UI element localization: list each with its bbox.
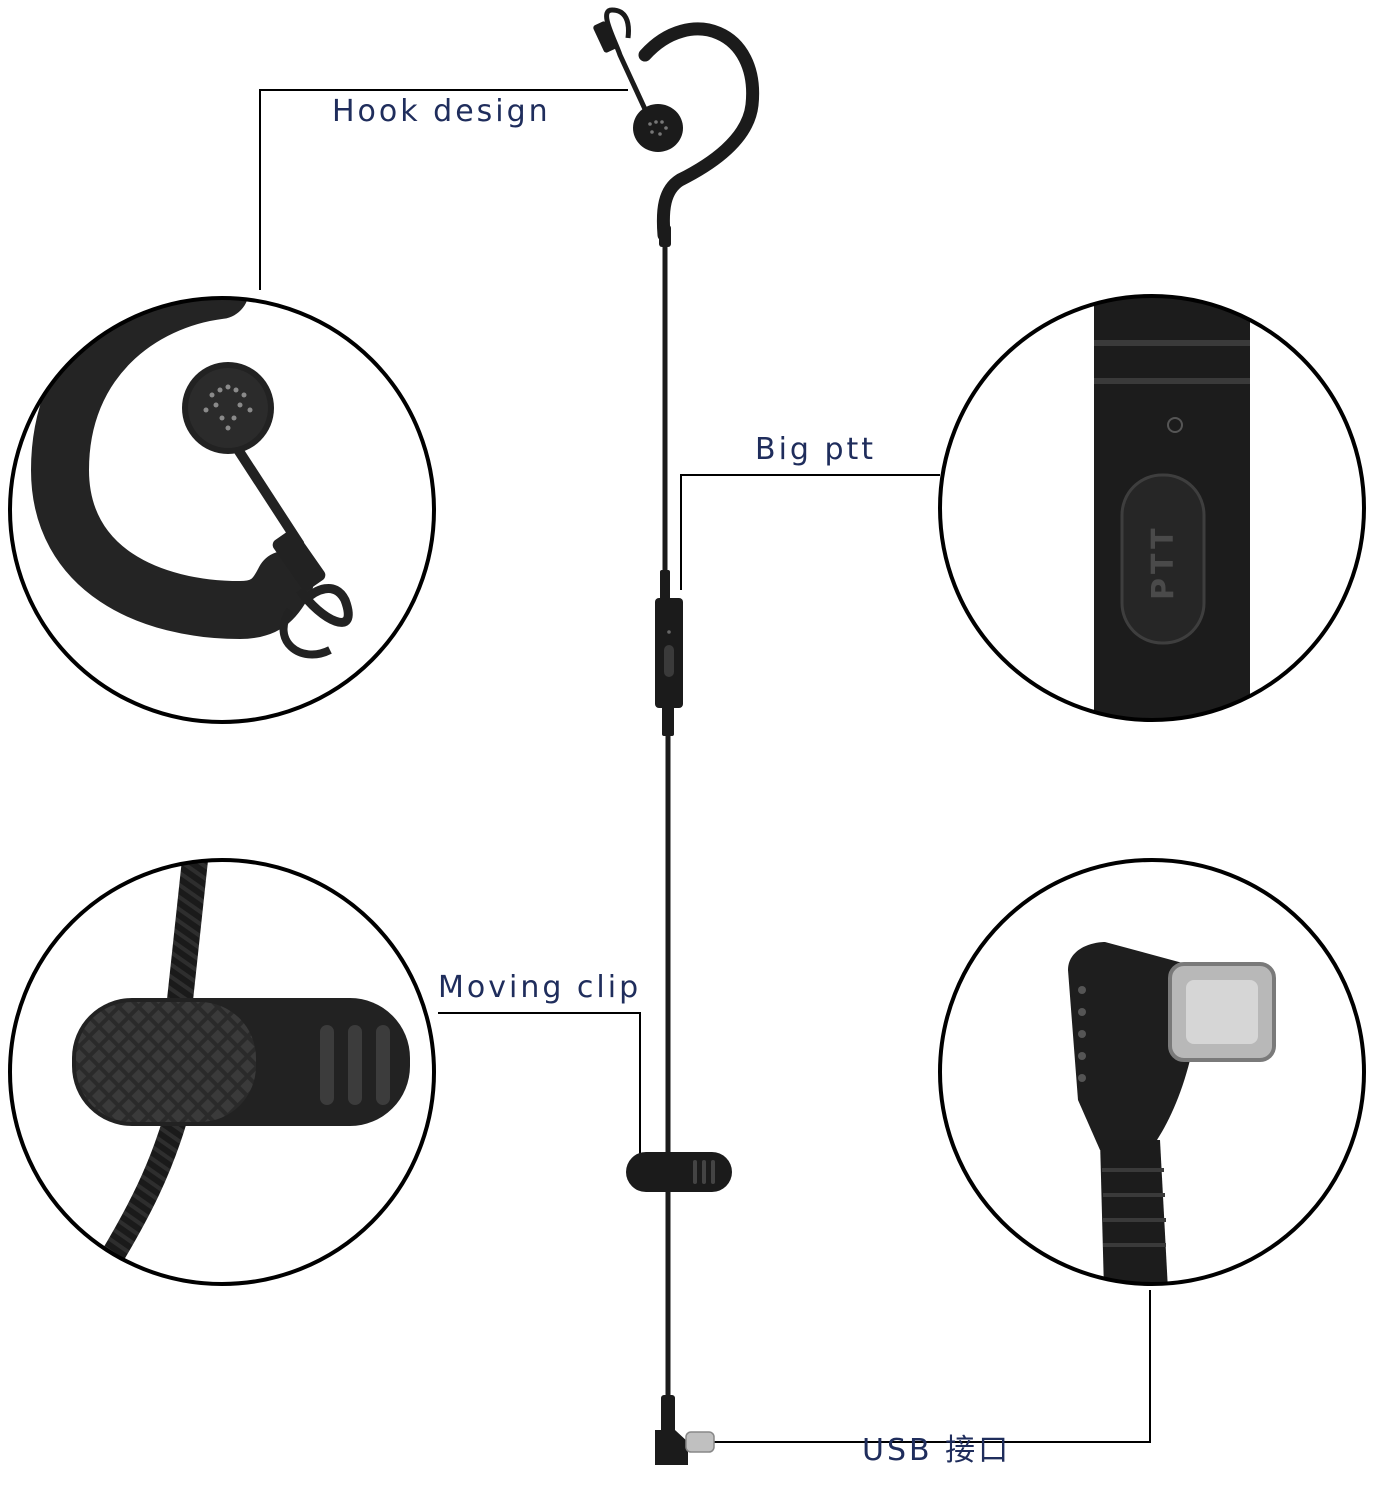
earpiece-icon — [633, 104, 683, 152]
big-ptt-label: Big ptt — [755, 432, 877, 467]
ear-hook-icon — [638, 22, 760, 242]
clip-leader-line — [438, 1012, 641, 1160]
usb-leader-line — [710, 1290, 1151, 1443]
ptt-button-label: PTT — [1146, 524, 1181, 600]
ptt-leader-line — [680, 474, 940, 590]
earpiece-product — [593, 7, 760, 1465]
hook-leader-line — [259, 89, 628, 290]
ptt-housing — [655, 598, 683, 708]
ptt-detail-circle: PTT — [938, 294, 1366, 722]
ptt-button-icon — [1120, 473, 1206, 645]
usb-detail-circle — [938, 858, 1366, 1286]
usb-port-label: USB 接口 — [862, 1433, 1012, 1468]
hook-design-label: Hook design — [332, 94, 551, 129]
hook-detail-circle — [8, 296, 436, 724]
leader-lines — [259, 89, 1151, 1443]
moving-clip-label: Moving clip — [438, 970, 642, 1005]
belt-clip-icon — [626, 1152, 732, 1192]
usb-c-connector-icon — [655, 1395, 715, 1465]
clip-detail-circle — [8, 858, 436, 1286]
